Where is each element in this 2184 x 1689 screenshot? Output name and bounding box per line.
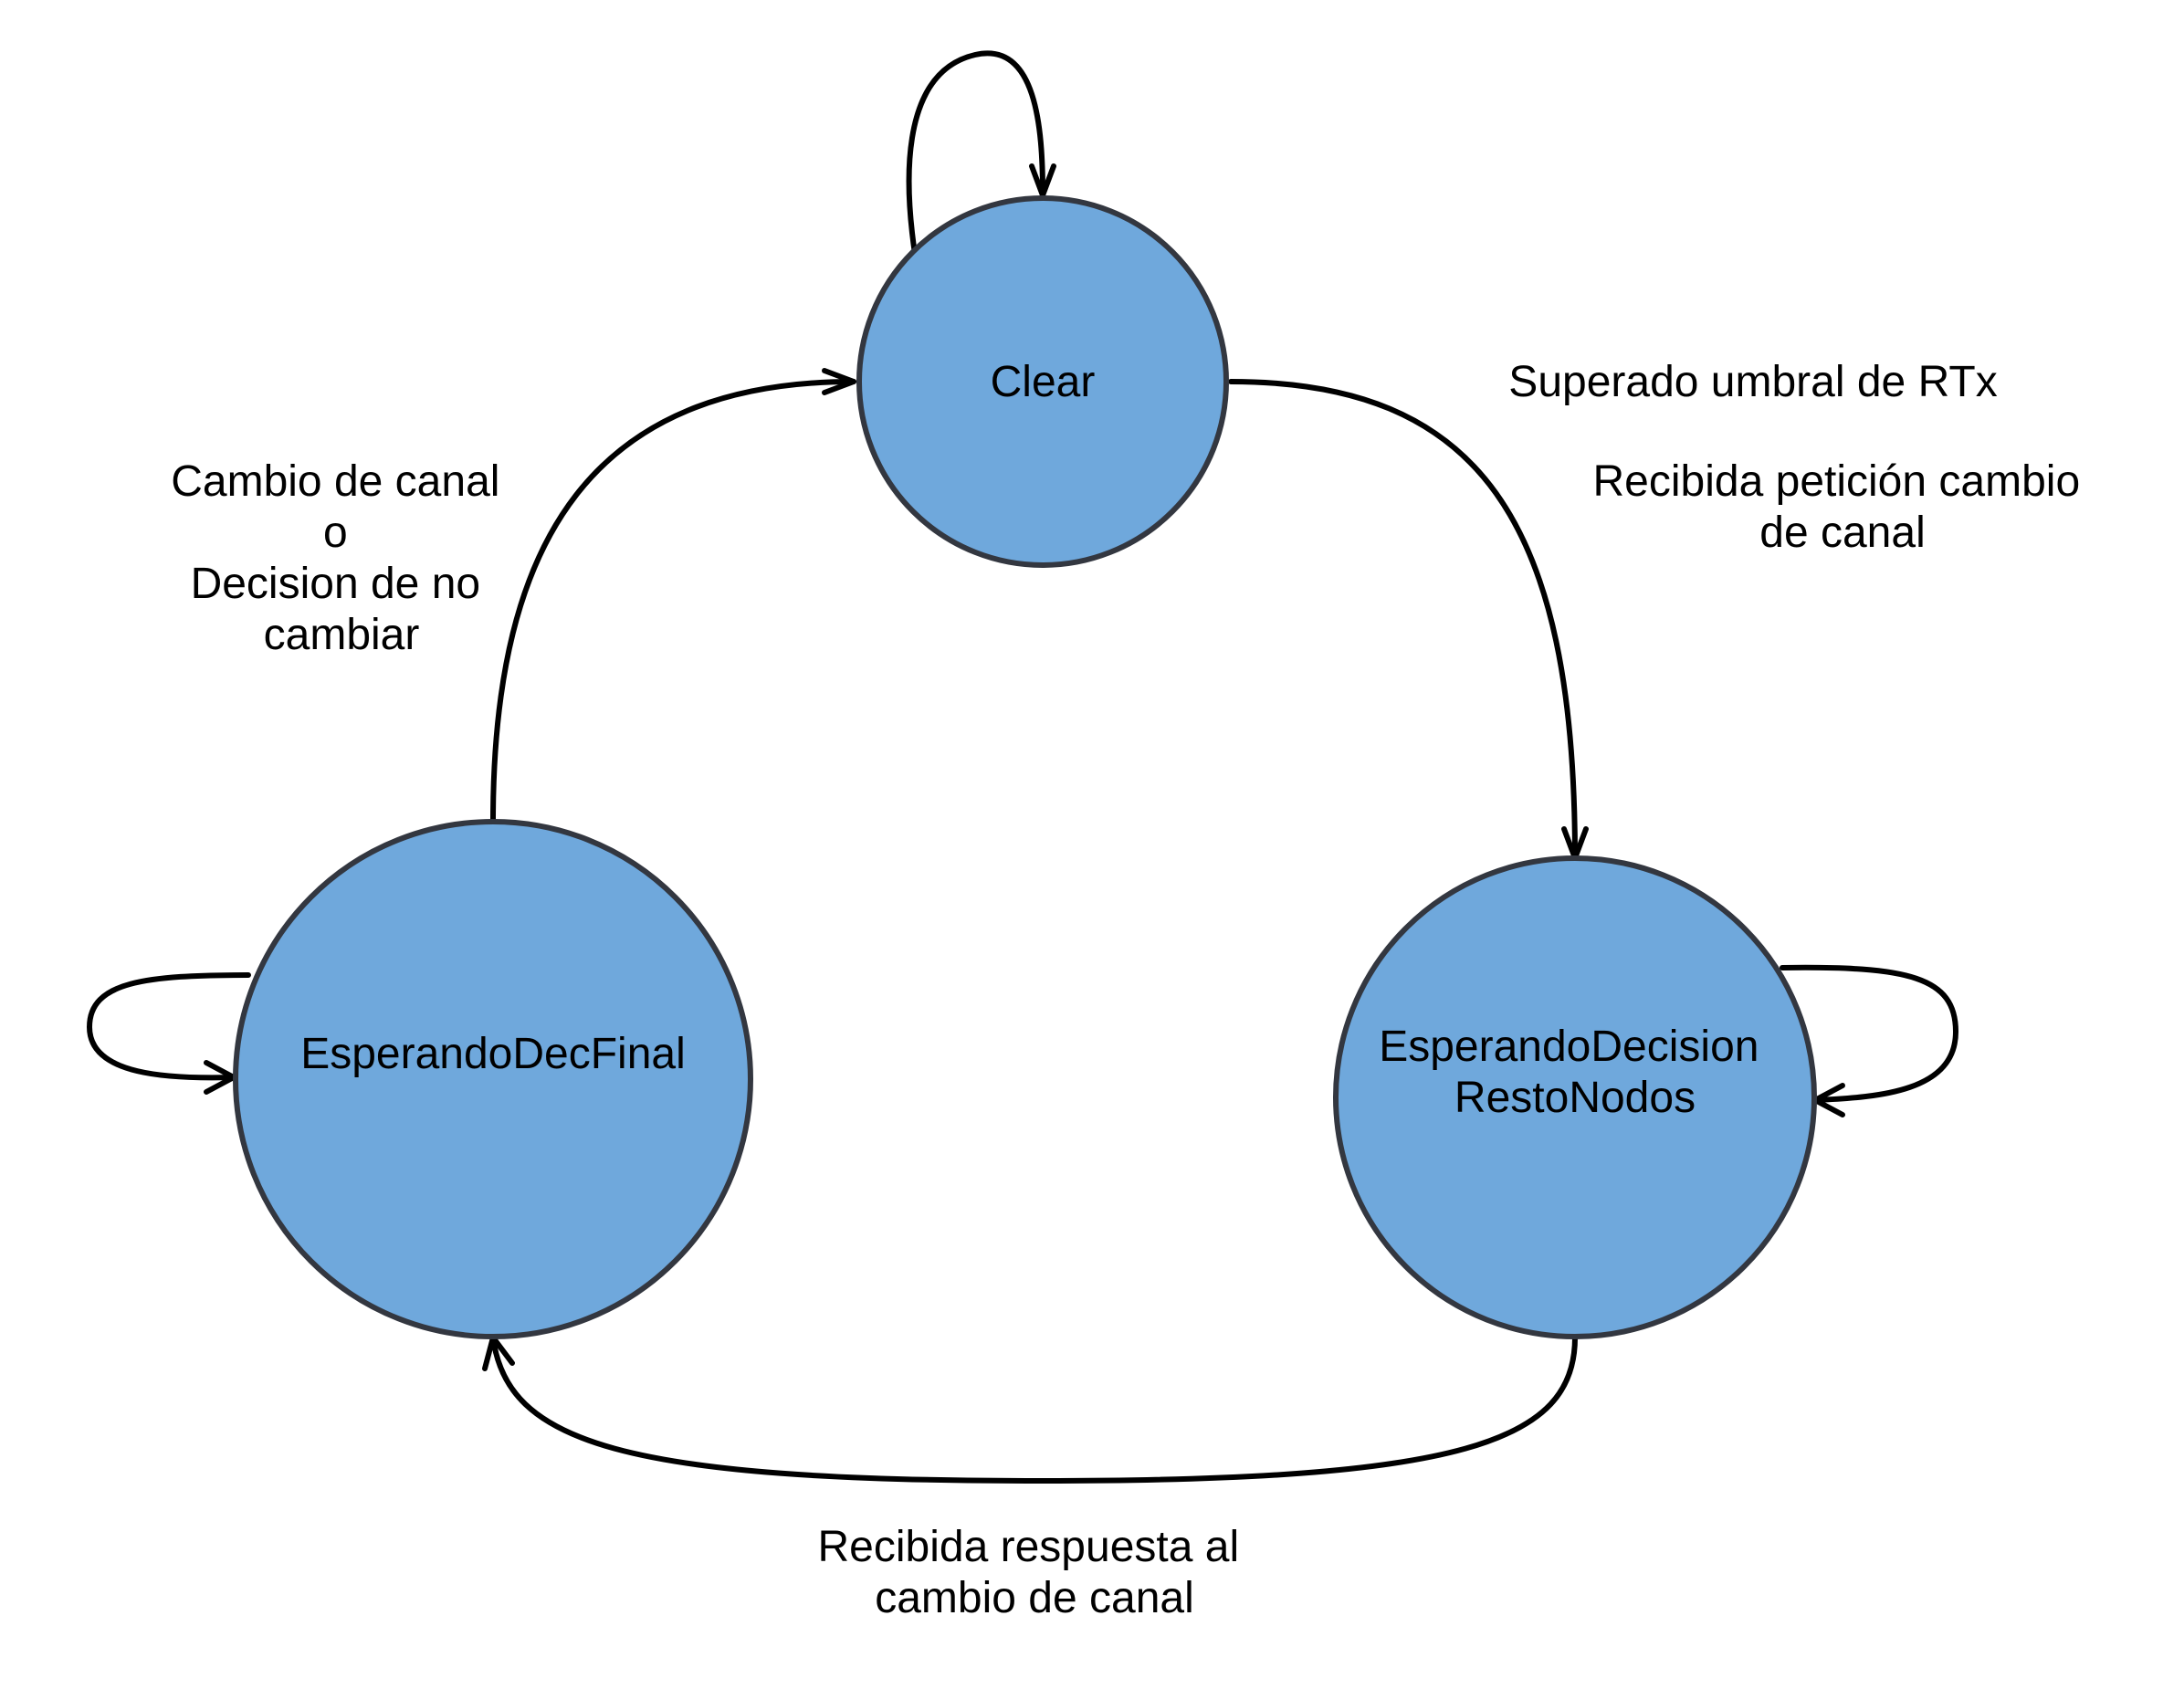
label-cambio-de-canal-line-1: Cambio de canal [171,457,499,506]
label-recibida-respuesta: Recibida respuesta al cambio de canal [818,1523,1252,1622]
transition-dec-final-to-clear [490,368,856,824]
edge-clear-self-loop [906,50,1045,257]
label-cambio-de-canal: Cambio de canal o Decision de no cambiar [171,457,512,659]
transition-resto-nodos-to-dec-final [482,1335,1578,1484]
state-esperando-decision-resto-nodos: EsperandoDecision RestoNodos [1333,855,1817,1339]
label-recibida-peticion-line-1: Recibida petición cambio [1593,457,2081,506]
state-esperando-decision-resto-nodos-circle [1333,855,1817,1339]
arrowhead-dec-final-to-clear [822,368,856,395]
state-clear: Clear [856,195,1229,568]
state-clear-circle [856,195,1229,568]
edge-resto-nodos-to-dec-final [490,1335,1578,1484]
transition-clear-to-resto-nodos [1228,379,1589,861]
edge-resto-nodos-self-loop [1780,964,1958,1103]
label-cambio-de-canal-line-3: Decision de no [191,560,481,608]
transition-dec-final-self-loop [87,972,251,1095]
label-recibida-peticion: Recibida petición cambio de canal [1593,457,2093,557]
edge-dec-final-self-loop [87,972,251,1081]
state-esperando-dec-final: EsperandoDecFinal [233,819,753,1339]
label-cambio-de-canal-line-2: o [323,509,348,557]
label-cambio-de-canal-line-4: cambiar [264,611,420,659]
state-resto-nodos-label-line-1: EsperandoDecision [1379,1023,1759,1071]
label-superado-umbral: Superado umbral de RTx [1508,358,1997,406]
state-esperando-dec-final-label: EsperandoDecFinal [300,1030,686,1078]
edge-dec-final-to-clear [490,379,856,824]
state-clear-label: Clear [991,358,1096,406]
edge-clear-to-resto-nodos [1228,379,1578,861]
label-recibida-peticion-line-2: de canal [1759,509,1925,557]
state-esperando-decision-resto-nodos-label: EsperandoDecision RestoNodos [1379,1023,1771,1122]
state-resto-nodos-label-line-2: RestoNodos [1454,1074,1696,1122]
label-recibida-respuesta-line-1: Recibida respuesta al [818,1523,1240,1571]
state-esperando-dec-final-circle [233,819,753,1339]
label-recibida-respuesta-line-2: cambio de canal [875,1574,1194,1622]
